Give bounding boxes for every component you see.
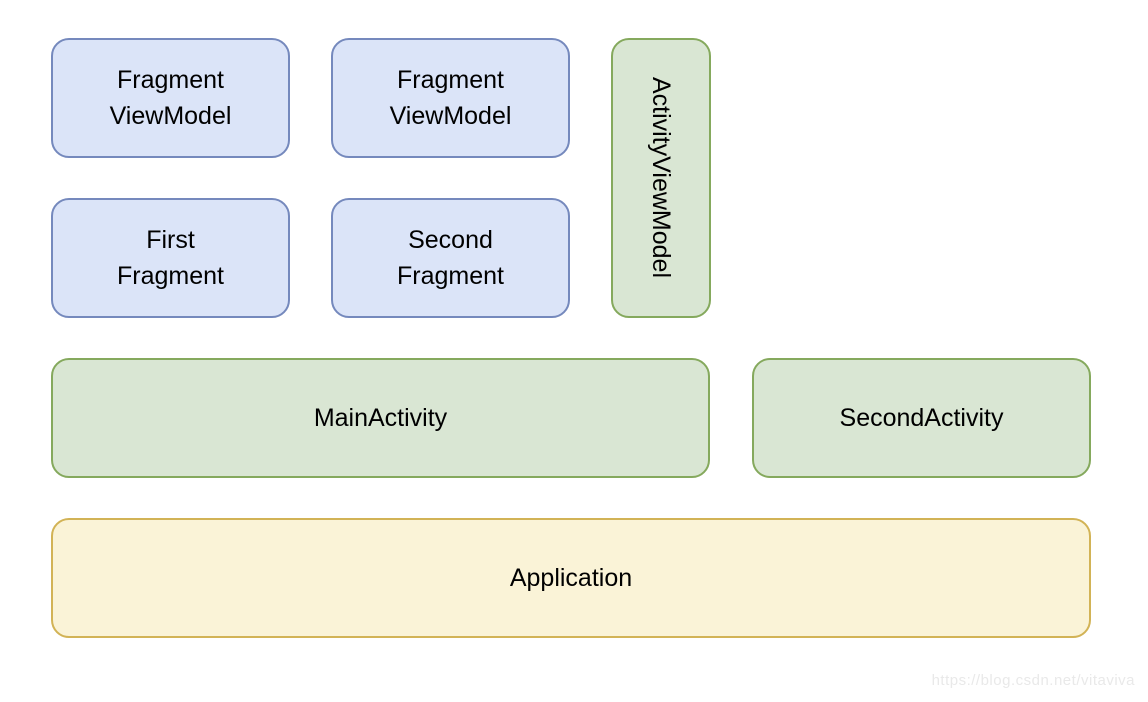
box-label: First Fragment [117,226,224,290]
box-activity-viewmodel: ActivityViewModel [611,38,711,318]
box-second-fragment: Second Fragment [331,198,570,318]
box-first-fragment: First Fragment [51,198,290,318]
box-label: Second Fragment [397,226,504,290]
box-label: Fragment ViewModel [389,66,512,130]
watermark-url: https://blog.csdn.net/vitaviva [931,672,1135,689]
box-label: Fragment ViewModel [109,66,232,130]
box-fragment-viewmodel-1: Fragment ViewModel [51,38,290,158]
box-application: Application [51,518,1091,638]
box-label: Application [509,564,633,592]
box-label-vertical: ActivityViewModel [647,77,675,279]
box-main-activity: MainActivity [51,358,710,478]
box-fragment-viewmodel-2: Fragment ViewModel [331,38,570,158]
box-label: SecondActivity [839,404,1004,432]
box-second-activity: SecondActivity [752,358,1091,478]
box-label: MainActivity [313,404,448,432]
